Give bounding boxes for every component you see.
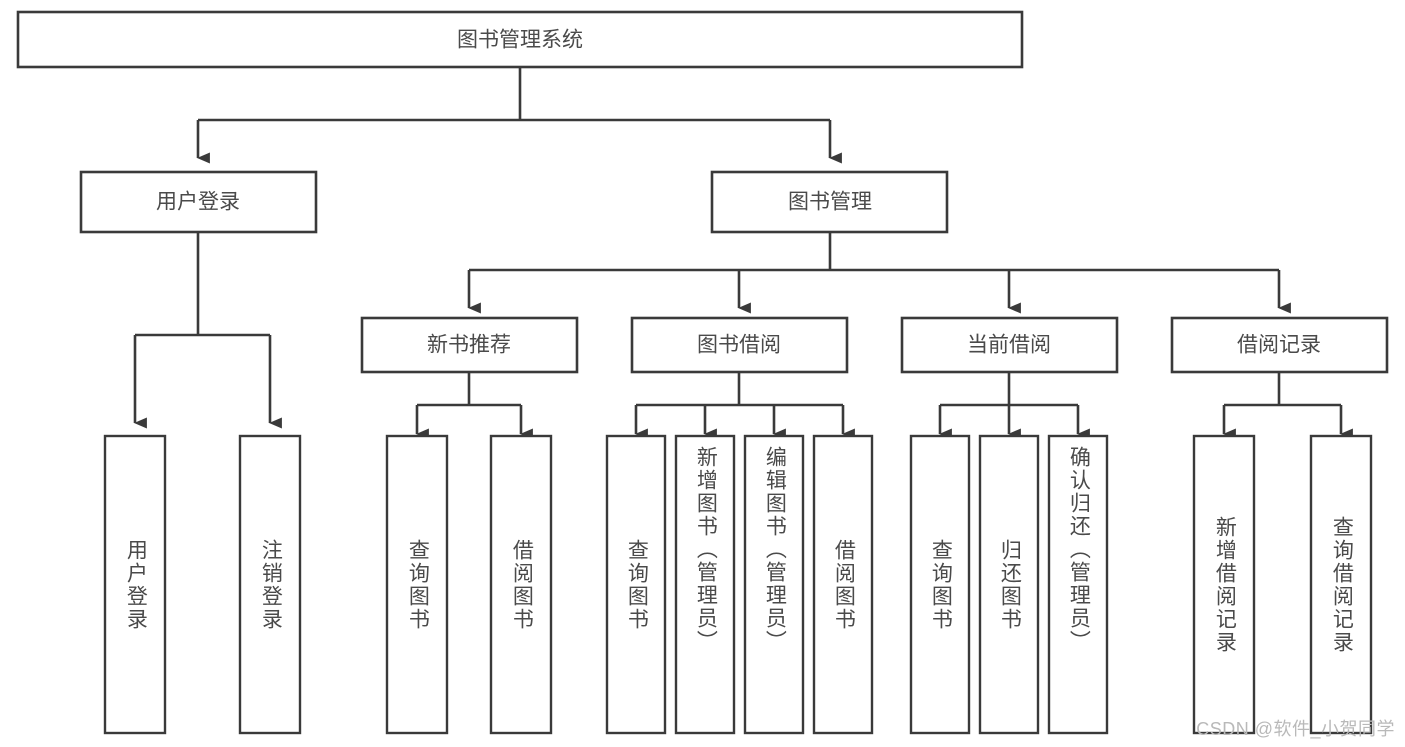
- node-current-borrow-box[interactable]: [900, 316, 1119, 374]
- leaf-box-record-1[interactable]: [1192, 434, 1256, 735]
- leaf-box-current-1[interactable]: [909, 434, 971, 735]
- node-root-box[interactable]: [16, 10, 1024, 69]
- leaf-box-recommend-2[interactable]: [489, 434, 553, 735]
- connector-group: [133, 67, 1353, 440]
- node-user-login-box[interactable]: [79, 170, 318, 234]
- node-book-borrow[interactable]: 图书借阅: [630, 316, 849, 374]
- node-new-book-recommend[interactable]: 新书推荐: [360, 316, 579, 374]
- leaf-box-borrow-1[interactable]: [605, 434, 667, 735]
- leaf-box-current-3[interactable]: [1047, 434, 1109, 735]
- node-root-label: 图书管理系统: [457, 29, 583, 52]
- node-user-login[interactable]: 用户登录: [79, 170, 318, 234]
- node-root[interactable]: 图书管理系统: [16, 10, 1024, 69]
- node-current-borrow[interactable]: 当前借阅: [900, 316, 1119, 374]
- node-current-borrow-label: 当前借阅: [967, 334, 1051, 357]
- node-borrow-record[interactable]: 借阅记录: [1170, 316, 1389, 374]
- leaf-box-borrow-2[interactable]: [674, 434, 736, 735]
- leaf-box-recommend-1[interactable]: [385, 434, 449, 735]
- node-book-borrow-label: 图书借阅: [697, 334, 781, 357]
- leaf-box-current-2[interactable]: [978, 434, 1040, 735]
- leaf-box-record-2[interactable]: [1309, 434, 1373, 735]
- leaf-box-group: [103, 434, 1373, 735]
- node-book-manage-label: 图书管理: [788, 191, 872, 214]
- leaf-box-borrow-3[interactable]: [743, 434, 805, 735]
- node-book-borrow-box[interactable]: [630, 316, 849, 374]
- leaf-box-user-login-2[interactable]: [238, 434, 302, 735]
- node-borrow-record-label: 借阅记录: [1237, 334, 1321, 357]
- node-book-manage-box[interactable]: [710, 170, 949, 234]
- leaf-box-user-login-1[interactable]: [103, 434, 167, 735]
- node-user-login-label: 用户登录: [156, 191, 240, 214]
- leaf-box-borrow-4[interactable]: [812, 434, 874, 735]
- node-new-book-recommend-box[interactable]: [360, 316, 579, 374]
- node-book-manage[interactable]: 图书管理: [710, 170, 949, 234]
- node-borrow-record-box[interactable]: [1170, 316, 1389, 374]
- node-new-book-recommend-label: 新书推荐: [427, 334, 511, 357]
